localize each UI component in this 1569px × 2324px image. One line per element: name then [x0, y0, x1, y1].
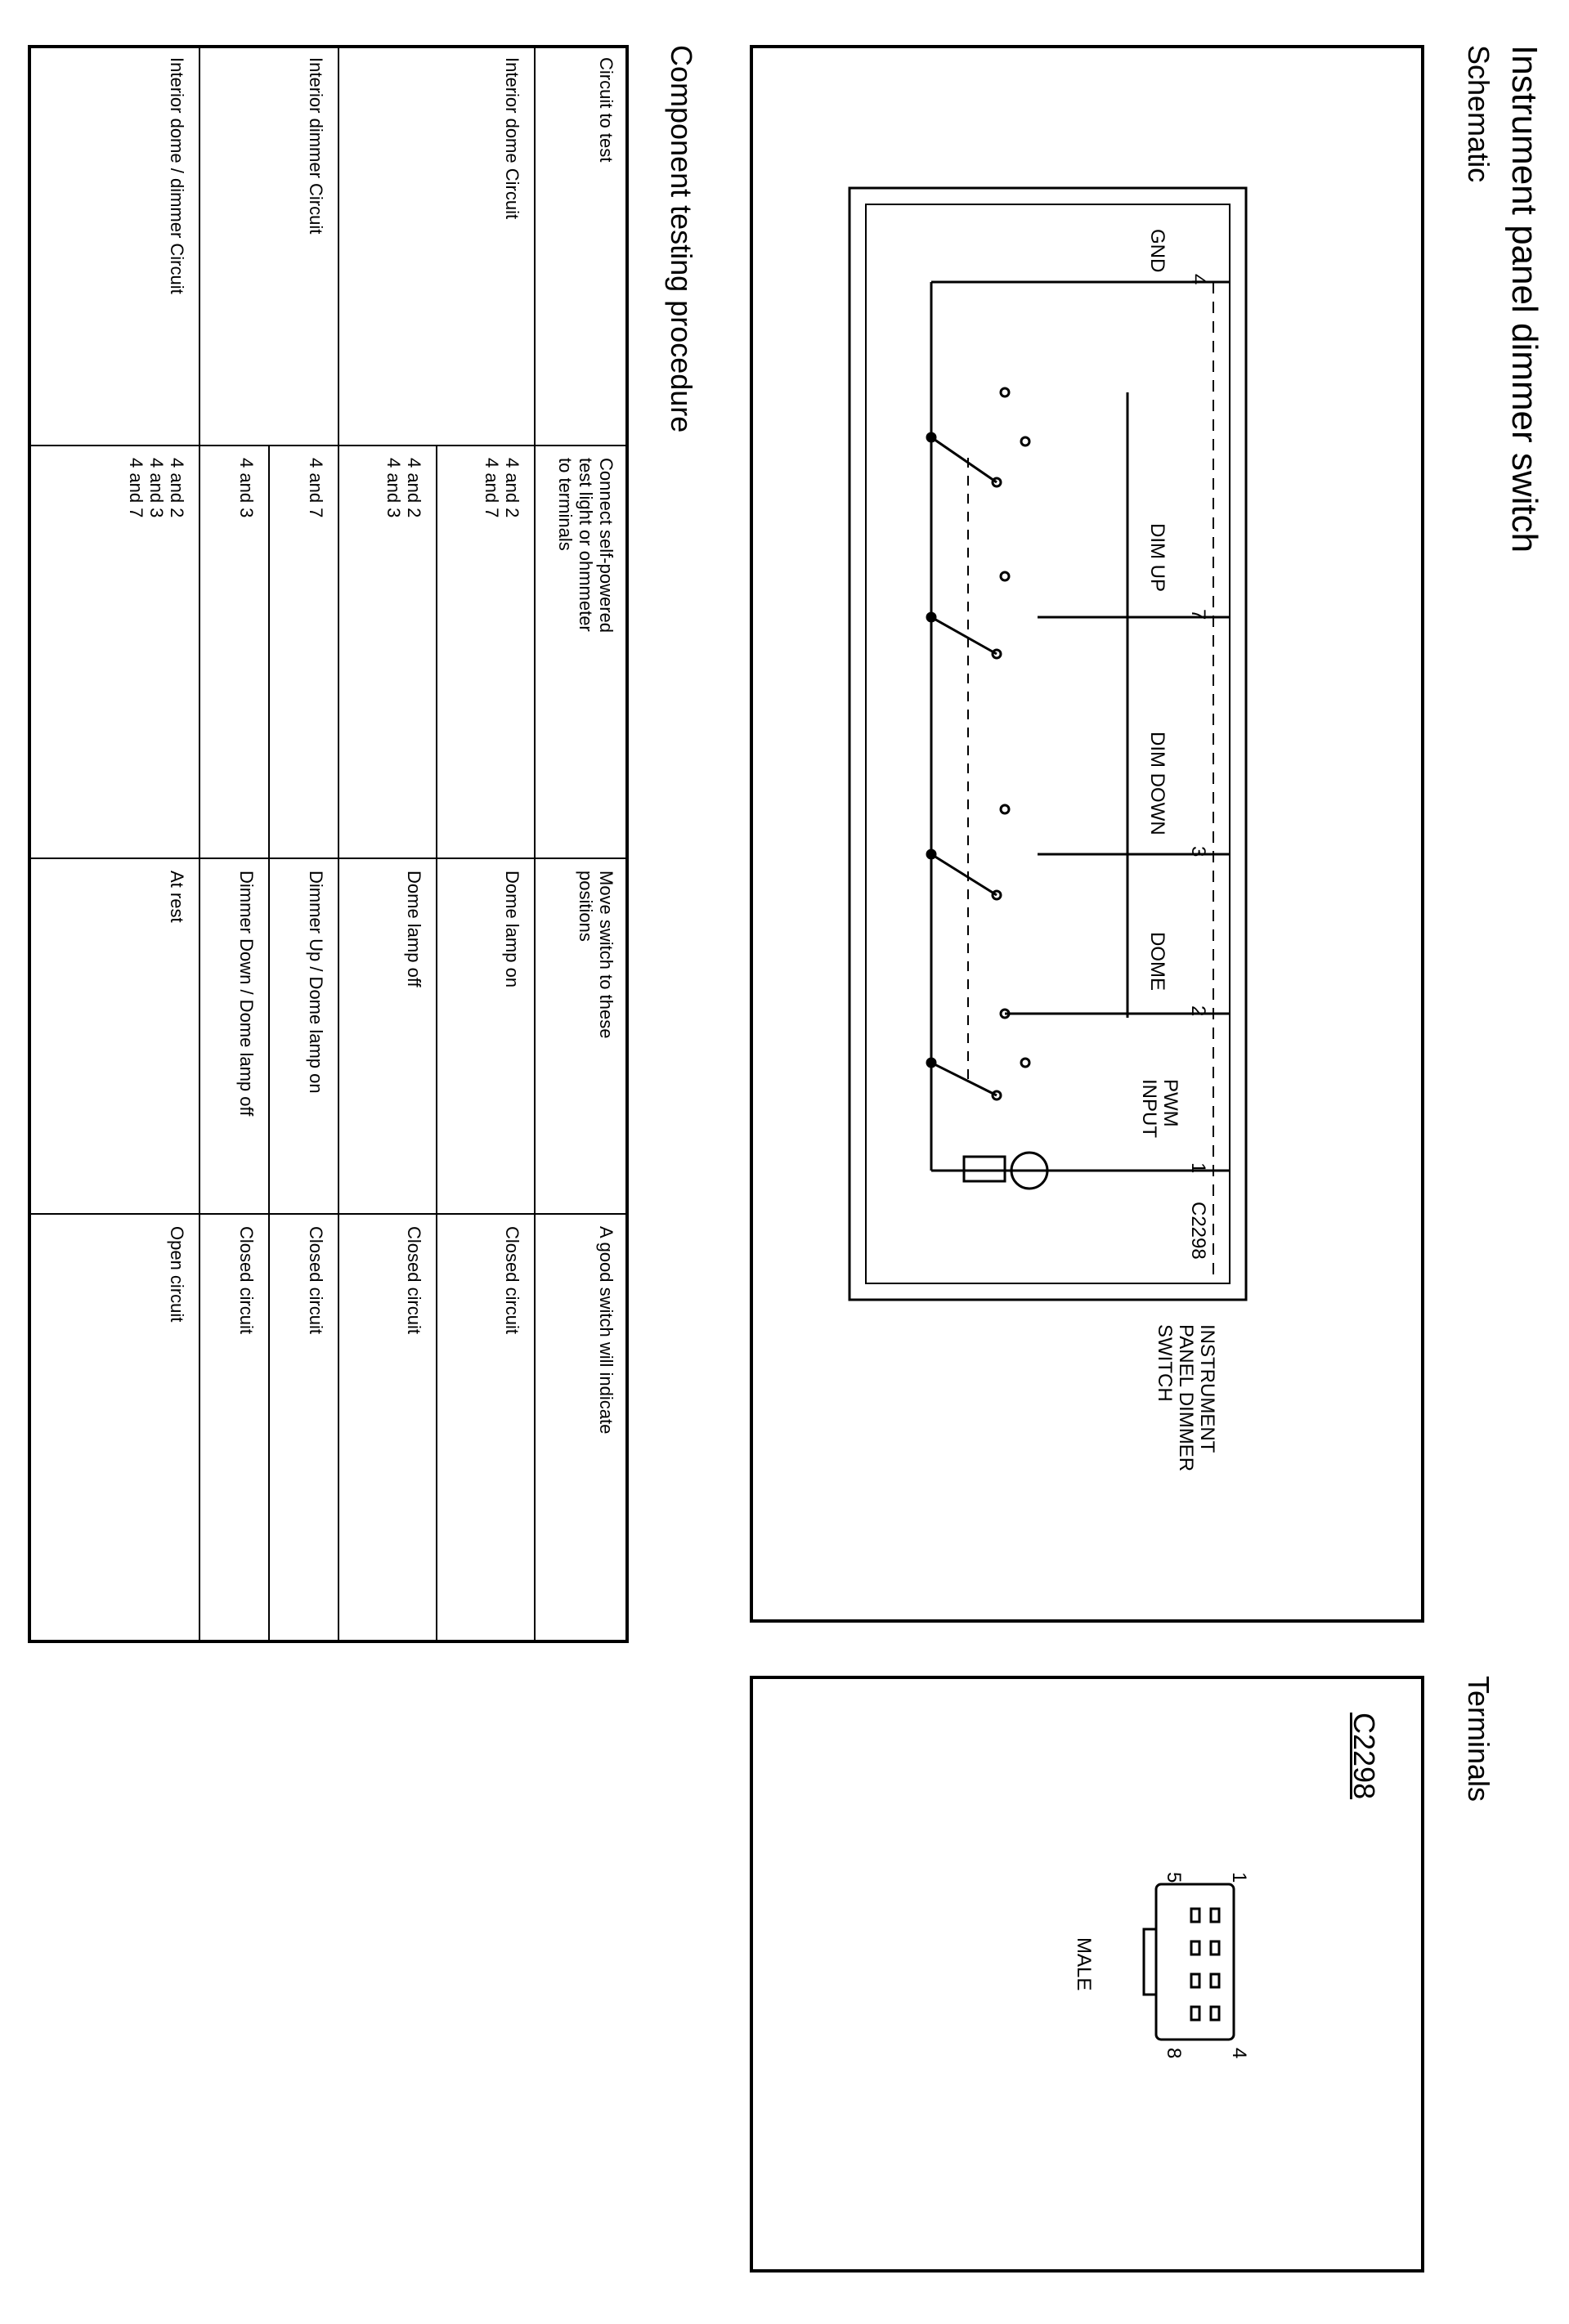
switch-group-2: [926, 571, 1011, 660]
connector-body: [1154, 1883, 1235, 2041]
table-cell: Closed circuit: [502, 1226, 522, 1335]
header-position: Move switch to these positions: [576, 871, 616, 1039]
group-2-circuit: Interior dimmer Circuit: [306, 57, 326, 235]
resistor-symbol: [962, 1155, 1006, 1183]
table-row: 4 and 2 4 and 7: [482, 458, 522, 518]
table-cell: Dimmer Down / Dome lamp off: [236, 871, 257, 1117]
header-result: A good switch will indicate: [596, 1226, 616, 1435]
table-row: 4 and 2 4 and 3 4 and 7: [126, 458, 187, 518]
table-row: 4 and 3: [236, 458, 257, 518]
switch-group-1: [926, 387, 1031, 488]
header-terminals: Connect self-powered test light or ohmme…: [555, 458, 616, 634]
table-cell: Closed circuit: [404, 1226, 424, 1335]
table-row: 4 and 7: [306, 458, 326, 518]
table-cell: Open circuit: [167, 1226, 187, 1323]
table-cell: Dome lamp off: [404, 871, 424, 987]
table-cell: Dimmer Up / Dome lamp on: [306, 871, 326, 1094]
switch-group-3: [926, 804, 1011, 901]
switch-housing: [848, 186, 1248, 1301]
table-cell: Closed circuit: [306, 1226, 326, 1335]
group-1-circuit: Interior dome Circuit: [502, 57, 522, 220]
table-cell: Closed circuit: [236, 1226, 257, 1335]
transistor-symbol: [1010, 1151, 1049, 1190]
table-cell: At rest: [167, 871, 187, 923]
header-circuit: Circuit to test: [596, 57, 616, 163]
group-3-circuit: Interior dome / dimmer Circuit: [167, 57, 187, 294]
switch-group-4: [926, 1008, 1031, 1101]
table-cell: Dome lamp on: [502, 871, 522, 988]
switch-housing-inner: [865, 204, 1231, 1284]
table-row: 4 and 2 4 and 3: [383, 458, 424, 518]
